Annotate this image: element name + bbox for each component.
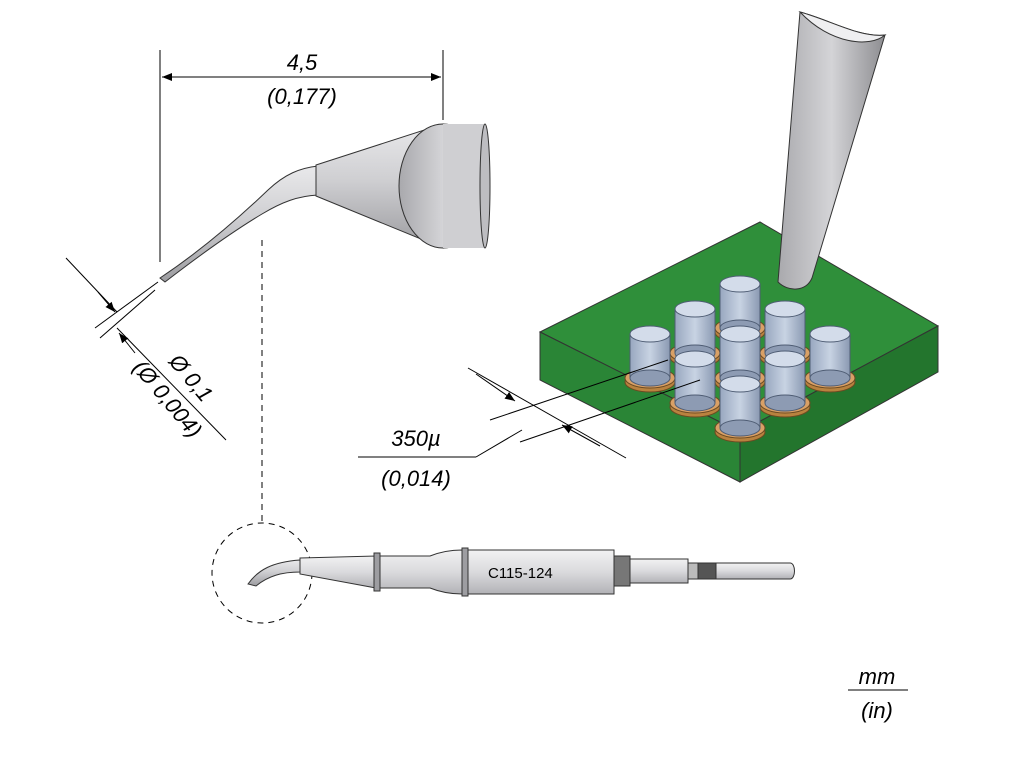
units-primary: mm xyxy=(859,664,896,689)
dim-pitch-ext2 xyxy=(489,359,669,421)
units-legend: mm (in) xyxy=(848,664,908,723)
pcb-side-right xyxy=(739,325,939,483)
dim-pitch-arrow-right xyxy=(561,424,601,447)
dim-pitch-in: (0,014) xyxy=(381,466,451,491)
dim-dia-arrow-top xyxy=(97,291,116,313)
cartridge-model-label: C115-124 xyxy=(488,565,553,582)
pcb-pin xyxy=(804,325,856,393)
cartridge-tip xyxy=(247,559,301,587)
dim-length-mm: 4,5 xyxy=(287,50,318,75)
dim-dia-ext3 xyxy=(99,289,156,339)
cartridge-illustration: C115-124 xyxy=(211,522,795,624)
tip-detail: 4,5 (0,177) Ø 0,1 (Ø 0,004) xyxy=(65,50,491,525)
pcb-pin xyxy=(714,375,766,443)
dim-dia-leader xyxy=(116,327,227,441)
pcb-illustration: 350µ (0,014) xyxy=(358,11,940,491)
tip-needle xyxy=(159,165,319,283)
dim-dia-ext1 xyxy=(65,257,118,313)
pcb-tip-body xyxy=(777,11,886,290)
cartridge-body xyxy=(467,549,615,595)
dim-dia-arrow-bottom xyxy=(118,332,136,354)
dim-pitch-leader xyxy=(475,429,523,458)
dim-length-in: (0,177) xyxy=(267,84,337,109)
dim-pitch-ext1 xyxy=(467,367,627,459)
dim-pitch-ext3 xyxy=(519,379,701,443)
dim-pitch-arrow-left xyxy=(475,373,516,402)
dim-pitch-mm: 350µ xyxy=(391,426,440,451)
dim-dia-ext2 xyxy=(94,281,159,329)
units-secondary: (in) xyxy=(861,698,893,723)
pcb-pin xyxy=(624,325,676,393)
pcb-pin xyxy=(669,350,721,418)
pcb-pin xyxy=(759,350,811,418)
